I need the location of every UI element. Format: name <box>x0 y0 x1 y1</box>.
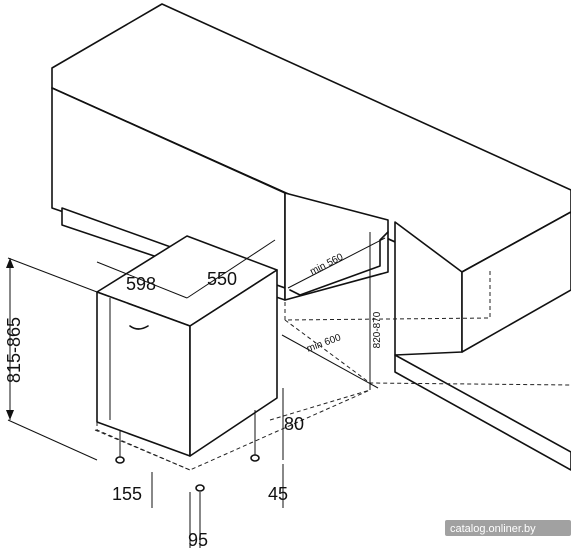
depth-label: 550 <box>207 269 237 289</box>
width-label: 598 <box>126 274 156 294</box>
cabinet-right <box>394 211 571 471</box>
height-label: 815-865 <box>4 317 24 383</box>
niche-panel <box>284 192 389 301</box>
dimension-lines <box>6 232 386 548</box>
plinth-offset-label: 45 <box>268 484 288 504</box>
door-gap-label: 155 <box>112 484 142 504</box>
door-handle <box>129 325 149 330</box>
foot-left <box>115 456 125 464</box>
foot-right <box>250 454 260 462</box>
watermark-text: catalog.onliner.by <box>450 523 536 535</box>
foot-offset-label: 95 <box>188 530 208 550</box>
foot-front <box>195 484 205 492</box>
plinth-height-label: 80 <box>284 414 304 434</box>
niche-height-label: 820-870 <box>372 311 383 348</box>
dishwasher <box>96 235 278 492</box>
watermark: catalog.onliner.by <box>445 520 571 536</box>
niche-depth-label: min 600 <box>305 332 343 355</box>
